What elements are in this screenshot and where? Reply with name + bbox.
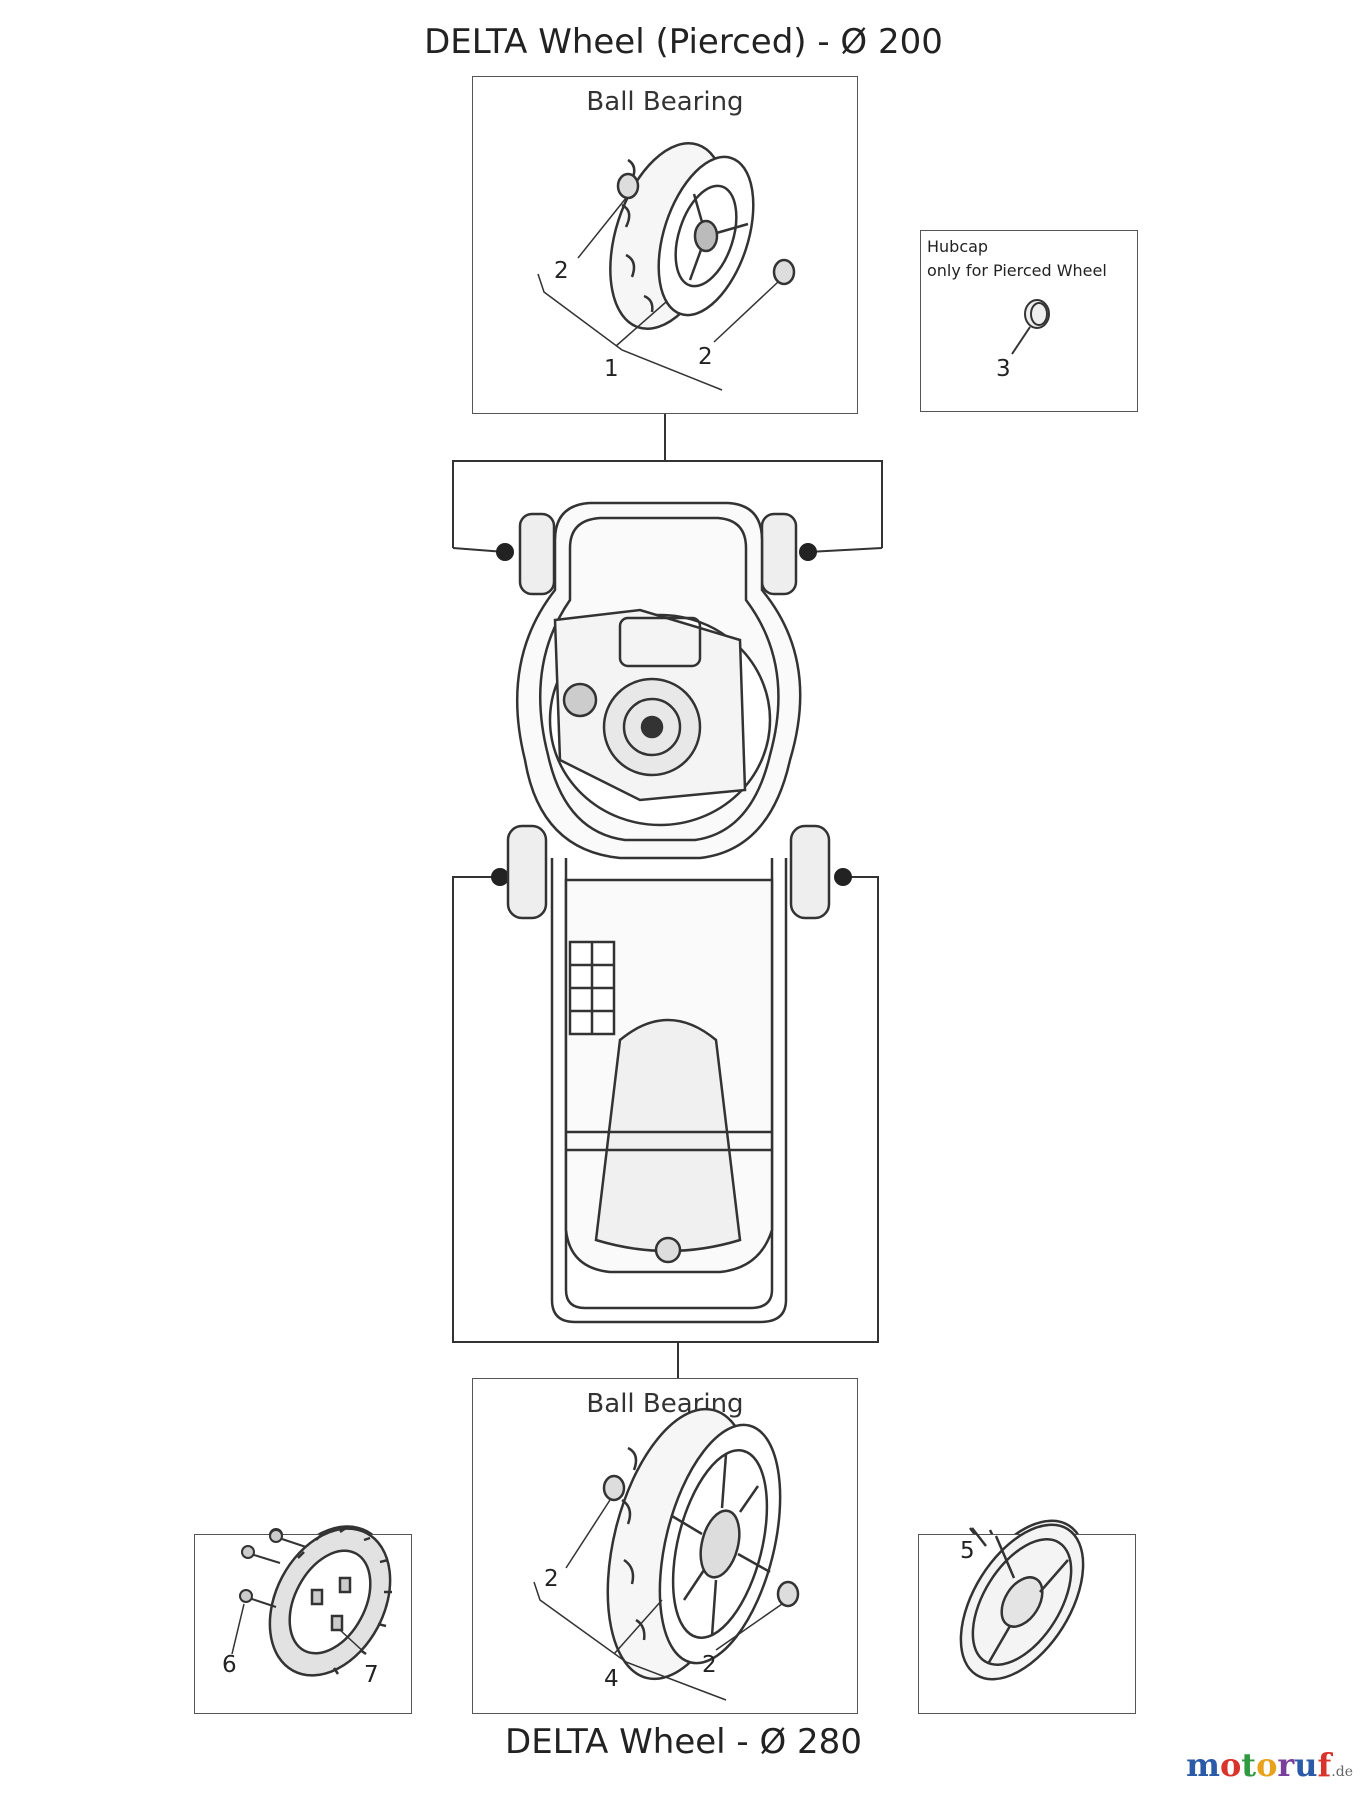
- watermark-letter: u: [1294, 1746, 1318, 1784]
- hubcap-label-line2: only for Pierced Wheel: [927, 261, 1107, 280]
- callout-2-top-left: 2: [554, 258, 569, 284]
- mower-body: [506, 501, 831, 1324]
- watermark-letter: m: [1186, 1746, 1220, 1784]
- watermark-letter: o: [1256, 1746, 1278, 1784]
- diagram-title-bottom: DELTA Wheel - Ø 280: [505, 1722, 862, 1762]
- callout-2-bottom-left: 2: [544, 1566, 559, 1592]
- box-drive-gear: [194, 1534, 412, 1714]
- front-left-wheel-dot: [496, 543, 514, 561]
- front-right-wheel-dot: [799, 543, 817, 561]
- callout-1: 1: [604, 356, 619, 382]
- watermark-letter: r: [1277, 1746, 1295, 1784]
- hubcap-label-line1: Hubcap: [927, 237, 989, 256]
- diagram-title-top: DELTA Wheel (Pierced) - Ø 200: [424, 22, 943, 62]
- watermark-letter: f: [1317, 1746, 1332, 1784]
- ball-bearing-label-bottom: Ball Bearing: [586, 1389, 744, 1419]
- rear-right-wheel-dot: [834, 868, 852, 886]
- box-wheel-cover: [918, 1534, 1136, 1714]
- box-hubcap: Hubcap only for Pierced Wheel: [920, 230, 1138, 412]
- watermark-letter: o: [1219, 1746, 1242, 1784]
- callout-6: 6: [222, 1652, 237, 1678]
- watermark-letter: t: [1241, 1746, 1257, 1784]
- callout-2-bottom-right: 2: [702, 1652, 717, 1678]
- callout-3: 3: [996, 356, 1011, 382]
- watermark-suffix: .de: [1331, 1764, 1353, 1780]
- rear-wheel-connector: [452, 876, 879, 1378]
- ball-bearing-label-top: Ball Bearing: [586, 87, 744, 117]
- rear-left-wheel-dot: [491, 868, 509, 886]
- callout-7: 7: [364, 1662, 379, 1688]
- callout-4: 4: [604, 1666, 619, 1692]
- box-bottom-wheel: Ball Bearing: [472, 1378, 858, 1714]
- hubcap-label: Hubcap only for Pierced Wheel: [927, 235, 1107, 283]
- callout-2-top-right: 2: [698, 344, 713, 370]
- callout-5: 5: [960, 1538, 975, 1564]
- motoruf-watermark: motoruf.de: [1186, 1746, 1353, 1784]
- box-top-wheel: Ball Bearing: [472, 76, 858, 414]
